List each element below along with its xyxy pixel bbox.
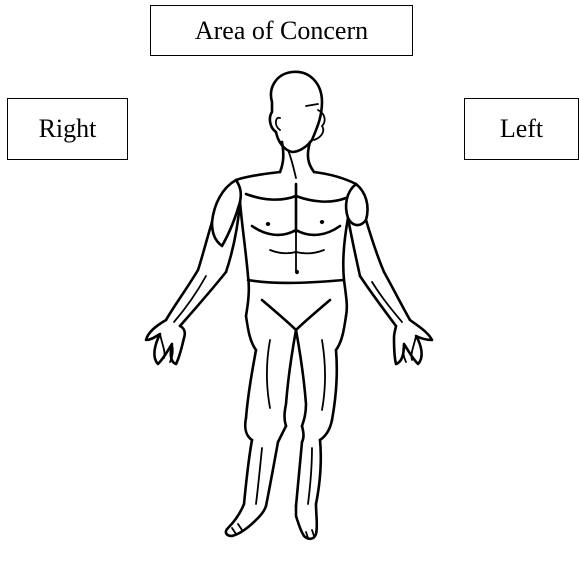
- neck-tendon: [288, 150, 296, 178]
- right-forearm: [166, 270, 226, 326]
- abdomen-lines: [270, 232, 324, 272]
- left-forearm: [360, 272, 410, 326]
- right-nipple: [266, 222, 270, 226]
- left-upper-arm: [348, 218, 384, 276]
- right-shin-muscle: [256, 448, 262, 504]
- pelvis-outline: [246, 300, 346, 350]
- left-hand: [394, 320, 432, 364]
- torso-outline: [240, 202, 348, 316]
- waist-line: [248, 280, 344, 283]
- ear: [276, 118, 280, 130]
- left-thigh-muscle: [322, 340, 325, 410]
- right-foot: [226, 504, 266, 536]
- face-profile: [314, 110, 325, 140]
- left-thigh: [296, 330, 337, 426]
- left-nipple: [320, 220, 324, 224]
- left-knee: [302, 420, 332, 442]
- right-hand: [146, 320, 185, 364]
- neck-outline: [280, 142, 314, 172]
- shoulder-line-right: [236, 172, 280, 180]
- navel: [295, 270, 299, 274]
- right-upper-arm: [198, 202, 240, 272]
- brow: [306, 104, 318, 106]
- shoulder-line-left: [314, 172, 356, 184]
- right-knee: [245, 418, 286, 442]
- left-shin-muscle: [308, 448, 312, 504]
- right-thigh-muscle: [267, 340, 270, 408]
